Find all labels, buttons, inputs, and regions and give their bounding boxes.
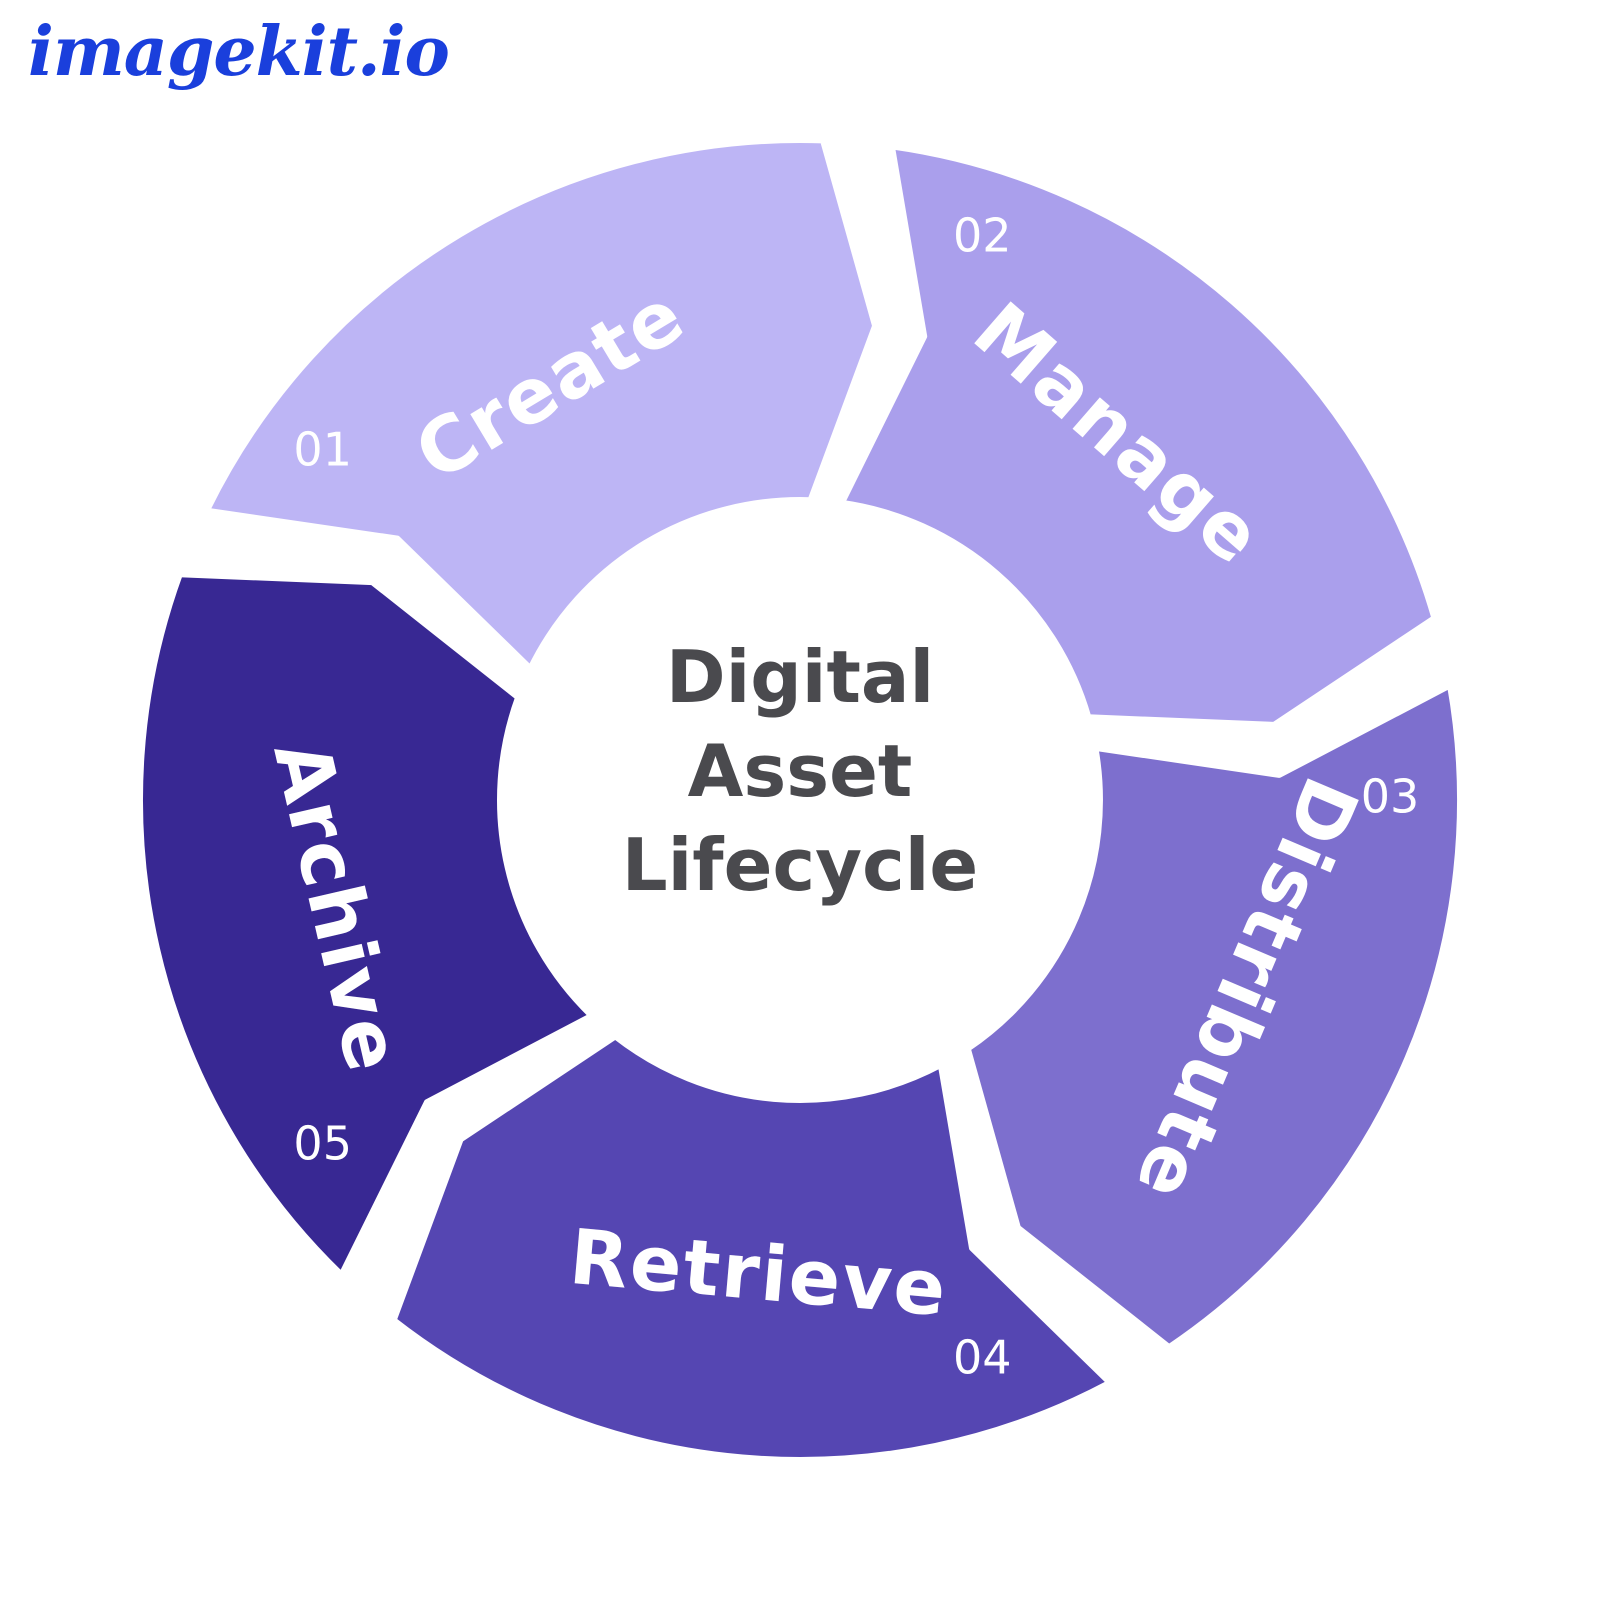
segment-retrieve [390,1033,1113,1463]
segment-manage [838,143,1438,728]
center-title-line-3: Lifecycle [622,823,979,907]
center-title-line-1: Digital [666,635,934,719]
center-title-line-2: Asset [688,729,913,813]
center-title: Digital Asset Lifecycle [622,635,979,907]
stage-number-01: 01 [293,423,352,477]
segment-create [203,137,879,672]
stage-number-04: 04 [953,1331,1012,1385]
imagekit-logo: imagekit.io [28,12,450,92]
segment-archive [136,571,595,1278]
segment-distribute [964,682,1463,1351]
stage-number-02: 02 [953,208,1012,262]
stage-number-05: 05 [293,1116,352,1170]
stage-number-03: 03 [1361,770,1420,824]
